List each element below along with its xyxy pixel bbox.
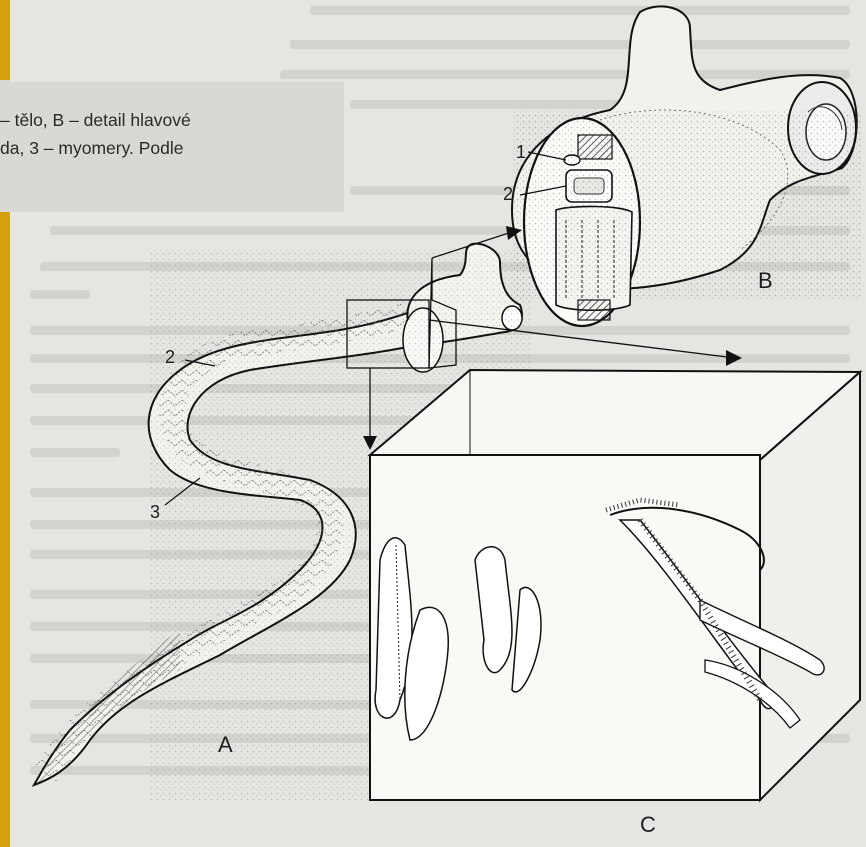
detail-b-head: [512, 6, 862, 326]
callout-1: 1: [516, 142, 526, 162]
callout-2-body: 2: [165, 347, 175, 367]
label-a: A: [218, 732, 233, 757]
cube-c: [370, 370, 860, 800]
label-b: B: [758, 268, 773, 293]
label-c: C: [640, 812, 656, 837]
callout-2-head: 2: [503, 184, 513, 204]
callout-3: 3: [150, 502, 160, 522]
